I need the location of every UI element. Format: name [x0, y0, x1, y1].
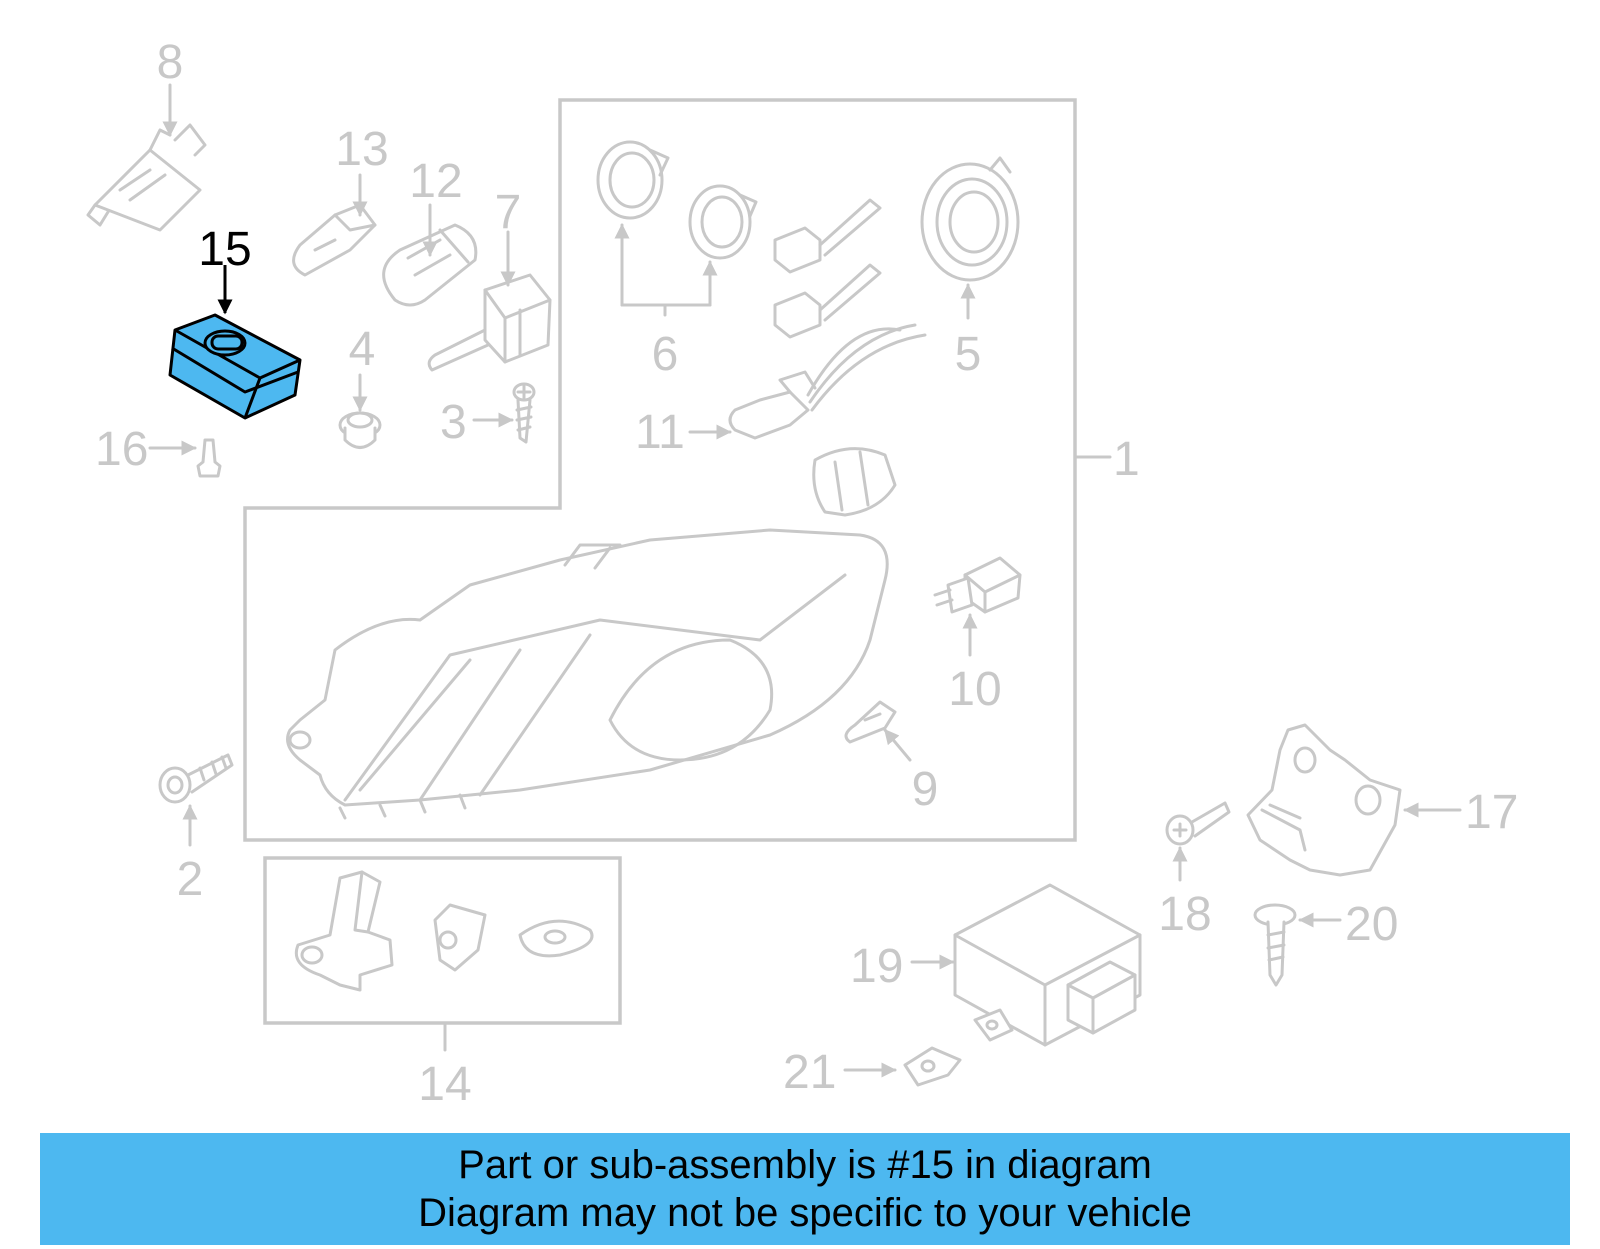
banner-line-1: Part or sub-assembly is #15 in diagram — [458, 1143, 1152, 1187]
bulb-part-9 — [844, 700, 897, 744]
screw-part-18 — [1165, 801, 1231, 846]
callout-4[interactable]: 4 — [349, 323, 376, 376]
leader-lines — [148, 83, 1462, 1078]
callout-5[interactable]: 5 — [955, 328, 982, 381]
bracket-kit-frame — [263, 856, 622, 1025]
info-banner: Part or sub-assembly is #15 in diagram D… — [40, 1133, 1570, 1245]
callout-3[interactable]: 3 — [440, 396, 467, 449]
bulb-part-12 — [382, 223, 478, 307]
socket-part-10 — [933, 556, 1022, 614]
socket-part-7 — [427, 273, 552, 372]
headlamp-assembly-frame — [243, 98, 1077, 842]
callout-14[interactable]: 14 — [418, 1058, 471, 1111]
callout-15[interactable]: 15 — [198, 223, 251, 276]
clip-part-21 — [903, 1046, 962, 1087]
callout-17[interactable]: 17 — [1465, 786, 1518, 839]
callout-19[interactable]: 19 — [850, 940, 903, 993]
control-unit-part-15[interactable] — [168, 313, 302, 420]
bracket-kit-part-14 — [294, 870, 594, 992]
callout-11[interactable]: 11 — [635, 406, 685, 459]
callout-10[interactable]: 10 — [948, 663, 1001, 716]
callout-6[interactable]: 6 — [652, 328, 679, 381]
grommet-part-4 — [338, 411, 382, 449]
callout-7[interactable]: 7 — [495, 186, 522, 239]
callout-13[interactable]: 13 — [335, 123, 388, 176]
callout-1[interactable]: 1 — [1113, 433, 1140, 486]
caps-part-6 — [596, 140, 758, 260]
callout-labels: 8 15 16 13 12 7 4 3 6 5 11 1 10 9 2 14 1… — [95, 36, 1518, 1111]
callout-12[interactable]: 12 — [409, 155, 462, 208]
socket-center — [812, 447, 897, 517]
screw-part-3 — [512, 382, 536, 444]
harness-part-11 — [728, 323, 927, 440]
screw-part-2 — [158, 753, 234, 804]
connector-part-6 — [773, 198, 882, 339]
callout-8[interactable]: 8 — [157, 36, 184, 89]
bulb-part-8 — [86, 123, 207, 232]
callout-21[interactable]: 21 — [783, 1046, 836, 1099]
callout-18[interactable]: 18 — [1158, 888, 1211, 941]
bolt-part-20 — [1253, 903, 1297, 987]
callout-20[interactable]: 20 — [1345, 898, 1398, 951]
clip-part-16 — [196, 438, 222, 478]
callout-2[interactable]: 2 — [177, 853, 204, 906]
callout-9[interactable]: 9 — [912, 763, 939, 816]
banner-line-2: Diagram may not be specific to your vehi… — [418, 1191, 1192, 1235]
headlamp-housing — [286, 528, 889, 820]
cap-part-5 — [920, 156, 1020, 282]
bracket-part-17 — [1246, 723, 1402, 877]
callout-16[interactable]: 16 — [95, 423, 148, 476]
bulb-part-13 — [292, 203, 377, 277]
module-part-19 — [953, 883, 1142, 1047]
